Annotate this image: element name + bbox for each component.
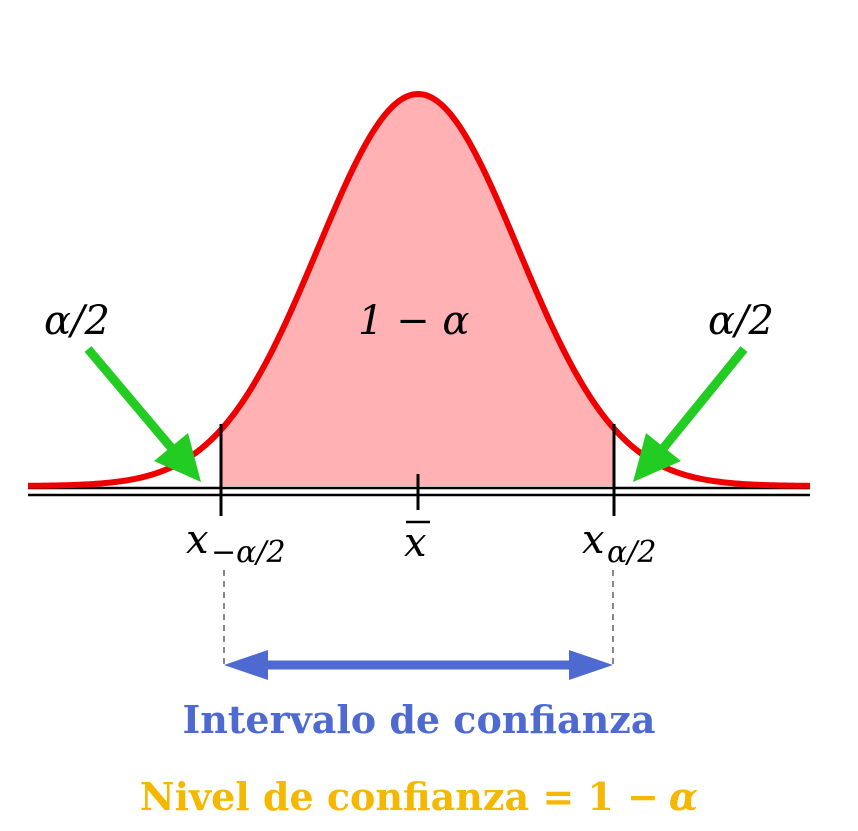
center-area-label: 1 − α <box>358 298 469 344</box>
mean-symbol: x <box>404 520 427 566</box>
left-tail-arrow <box>84 346 201 482</box>
right-tail-arrow <box>633 346 748 482</box>
left-bound-base: x <box>186 517 209 563</box>
level-caption: Nivel de confianza = 1 −α <box>140 774 698 819</box>
level-caption-alpha: α <box>669 774 698 819</box>
interval-arrow <box>224 650 613 680</box>
interval-caption: Intervalo de confianza <box>182 697 655 742</box>
left-tail-label: α/2 <box>44 298 110 344</box>
right-bound-subscript: α/2 <box>607 535 656 570</box>
right-critical-label: x α/2 <box>582 517 656 570</box>
normal-curve <box>27 90 811 489</box>
right-bound-base: x <box>582 517 605 563</box>
mean-label: x <box>404 520 430 566</box>
left-critical-label: x −α/2 <box>186 517 286 570</box>
right-tail-label: α/2 <box>708 298 774 344</box>
left-bound-subscript: −α/2 <box>211 535 286 570</box>
center-area-fill <box>221 94 614 487</box>
level-caption-prefix: Nivel de confianza = 1 − <box>140 774 659 819</box>
